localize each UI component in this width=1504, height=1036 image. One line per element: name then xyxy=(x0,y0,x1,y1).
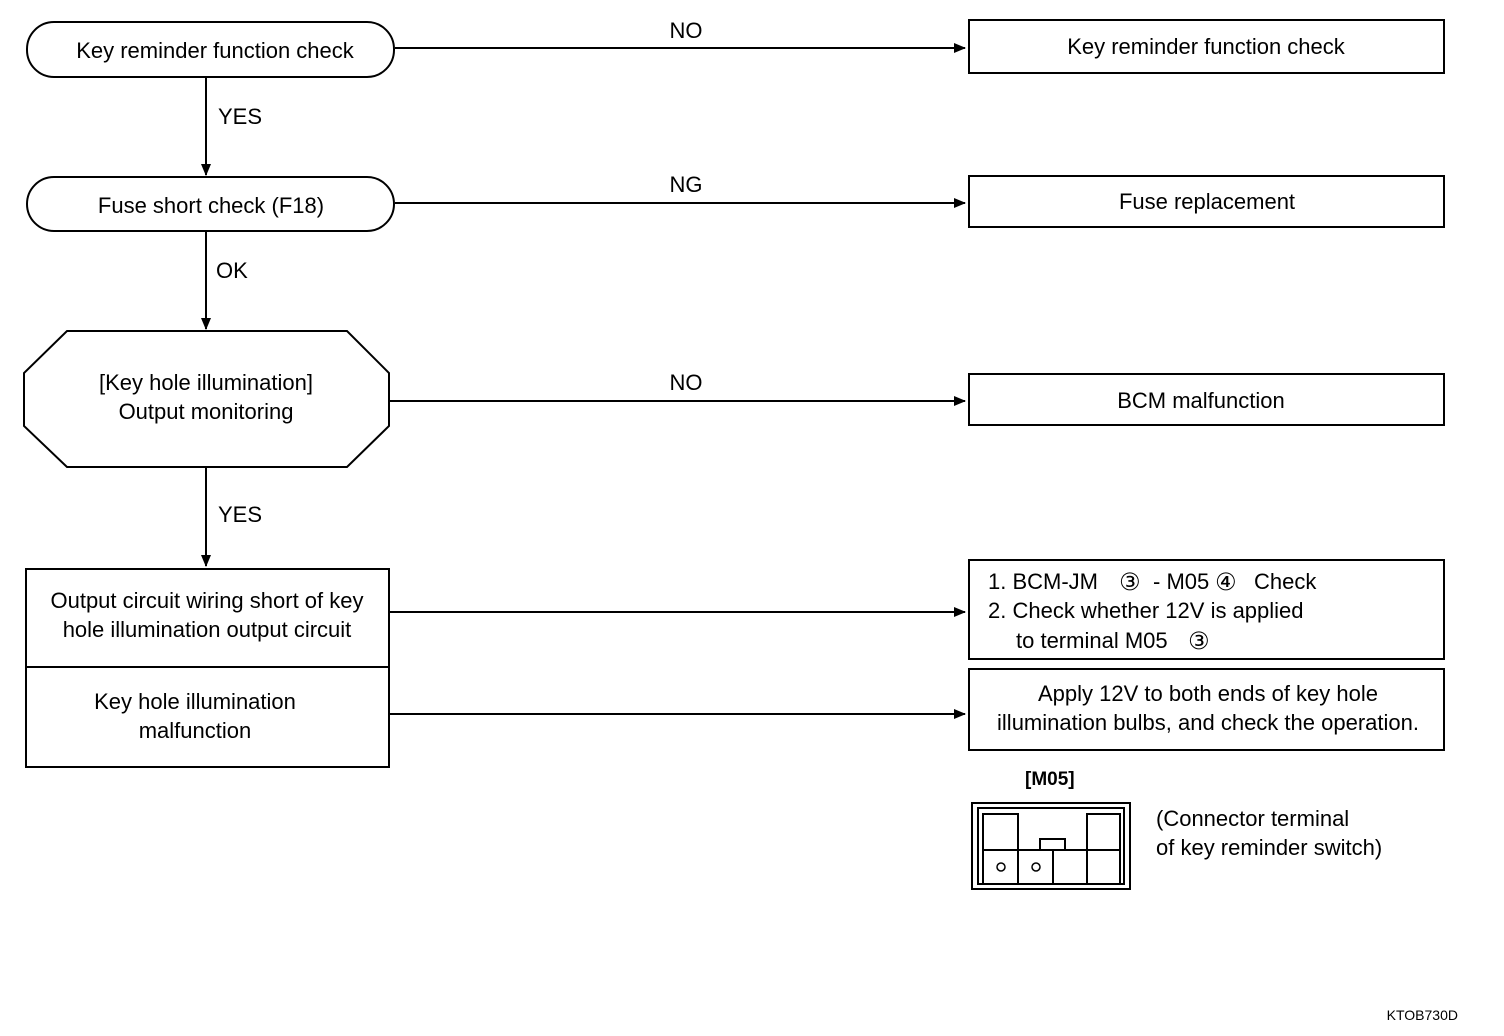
result-r3: BCM malfunction xyxy=(968,373,1445,426)
node-keyhole-line1: Key hole illumination xyxy=(94,689,296,714)
node-output-monitoring: [Key hole illumination] Output monitorin… xyxy=(23,330,390,468)
result-r5: Apply 12V to both ends of key hole illum… xyxy=(968,668,1445,751)
edge-monitor-to-r3: NO xyxy=(390,370,966,406)
result-r2: Fuse replacement xyxy=(968,175,1445,228)
connector-caption-line1: (Connector terminal xyxy=(1156,806,1349,831)
edge-start-to-fuse: YES xyxy=(201,78,262,176)
edge-start-to-r1: NO xyxy=(395,18,966,53)
node-fuse: Fuse short check (F18) xyxy=(26,176,395,232)
result-r1-label: Key reminder function check xyxy=(1067,34,1346,59)
connector-m05: [M05] (Connector terminal of key reminde… xyxy=(971,769,1382,890)
result-r1: Key reminder function check xyxy=(968,19,1445,74)
edge-e2-label: NG xyxy=(670,172,703,197)
node-monitor-line2: Output monitoring xyxy=(119,399,294,424)
node-output-line1: Output circuit wiring short of key xyxy=(50,588,363,613)
result-r4-line1-b: - M05 xyxy=(1153,569,1209,594)
result-r4-circ1: ③ xyxy=(1119,568,1141,596)
result-r4-line1-a: 1. BCM-JM xyxy=(988,569,1098,594)
terminal-circle xyxy=(1031,862,1041,872)
edge-fuse-to-r2: NG xyxy=(395,172,966,208)
connector-caption-line2: of key reminder switch) xyxy=(1156,835,1382,860)
edge-fuse-to-monitor: OK xyxy=(201,232,248,330)
node-monitor-line1: [Key hole illumination] xyxy=(99,370,313,395)
node-cause-table: Output circuit wiring short of key hole … xyxy=(25,568,390,768)
result-r5-line2: illumination bulbs, and check the operat… xyxy=(997,710,1419,735)
result-r4-line2: 2. Check whether 12V is applied xyxy=(988,598,1304,623)
result-r4-line1-c: Check xyxy=(1254,569,1317,594)
connector-label: [M05] xyxy=(1025,769,1075,790)
node-fuse-label: Fuse short check (F18) xyxy=(98,193,324,218)
figure-code: KTOB730D xyxy=(1387,1007,1458,1023)
node-start: Key reminder function check xyxy=(26,21,395,78)
node-start-label: Key reminder function check xyxy=(76,38,355,63)
edge-v1-label: YES xyxy=(218,104,262,129)
edge-e1-label: NO xyxy=(670,18,703,43)
result-r4-circ2: ④ xyxy=(1215,568,1237,596)
edge-monitor-to-causes: YES xyxy=(201,468,262,567)
node-keyhole-line2: malfunction xyxy=(139,718,252,743)
edge-e3-label: NO xyxy=(670,370,703,395)
node-output-line2: hole illumination output circuit xyxy=(63,617,352,642)
result-r4-line3-a: to terminal M05 xyxy=(1016,628,1168,653)
edge-v3-label: YES xyxy=(218,502,262,527)
result-r4: 1. BCM-JM ③ - M05 ④ Check 2. Check wheth… xyxy=(968,559,1445,660)
result-r5-line1: Apply 12V to both ends of key hole xyxy=(1038,681,1378,706)
terminal-circle xyxy=(996,862,1006,872)
edge-v2-label: OK xyxy=(216,258,248,283)
result-r2-label: Fuse replacement xyxy=(1119,189,1295,214)
result-r3-label: BCM malfunction xyxy=(1117,388,1285,413)
result-r4-circ3: ③ xyxy=(1188,627,1210,655)
